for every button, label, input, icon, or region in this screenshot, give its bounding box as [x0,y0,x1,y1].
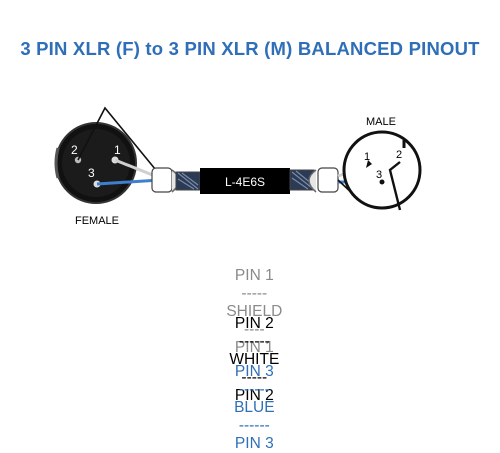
male-pin-3-label: 3 [376,169,382,181]
diagram-title: 3 PIN XLR (F) to 3 PIN XLR (M) BALANCED … [20,38,480,59]
male-cable-end [289,167,339,193]
pinout-row-white-signal: WHITE [229,351,280,368]
male-label: MALE [366,116,396,128]
cable-body [200,168,290,194]
pinout-row-shield-dash-left: ----- [241,285,268,302]
female-latch [54,147,60,179]
pinout-row-shield-left: PIN 1 [234,267,274,284]
female-pin-3-label: 3 [88,166,95,180]
male-pin-3 [379,179,385,185]
pinout-row-blue: PIN 3 ------ BLUE ------ PIN 3 [0,345,500,453]
pinout-row-blue-dash-left: ------ [238,381,270,398]
female-blue-wire [96,178,161,186]
pinout-row-blue-right: PIN 3 [234,435,274,452]
male-pin-2-lead [388,161,402,211]
female-pin-1-label: 1 [114,143,121,157]
male-pin-1 [366,160,372,168]
pinout-row-white-right: PIN 2 [234,387,274,404]
pinout-row-white-dash-right: ----- [241,369,268,386]
male-pin-1-label: 1 [364,151,370,163]
female-label: FEMALE [75,215,119,227]
pinout-row-white: PIN 2 ------ WHITE ----- PIN 2 [0,297,500,405]
pinout-row-shield-signal: SHIELD [226,303,283,320]
pinout-row-blue-left: PIN 3 [234,363,274,380]
pinout-row-white-left: PIN 2 [234,315,274,332]
male-pin-2-label: 2 [396,149,402,161]
pinout-row-blue-dash-right: ------ [238,417,270,434]
female-connector-face [62,129,130,197]
female-cable-end [151,167,201,193]
pinout-row-white-dash-left: ------ [238,333,270,350]
male-connector: 1 2 3 [342,130,422,211]
cable-label: L-4E6S [225,175,265,189]
female-pin-2-label: 2 [71,143,78,157]
wiring-diagram: 2 1 3 FEMALE L-4E6S 1 2 3 MALE [54,106,422,227]
pinout-row-shield-right: PIN 1 [234,339,274,356]
female-shield-wire [77,106,161,176]
pinout-row-shield: PIN 1 ----- SHIELD ---- PIN 1 [0,249,500,357]
pinout-row-blue-signal: BLUE [234,399,275,416]
pinout-row-shield-dash-right: ---- [243,321,265,338]
male-connector-body [342,130,422,210]
